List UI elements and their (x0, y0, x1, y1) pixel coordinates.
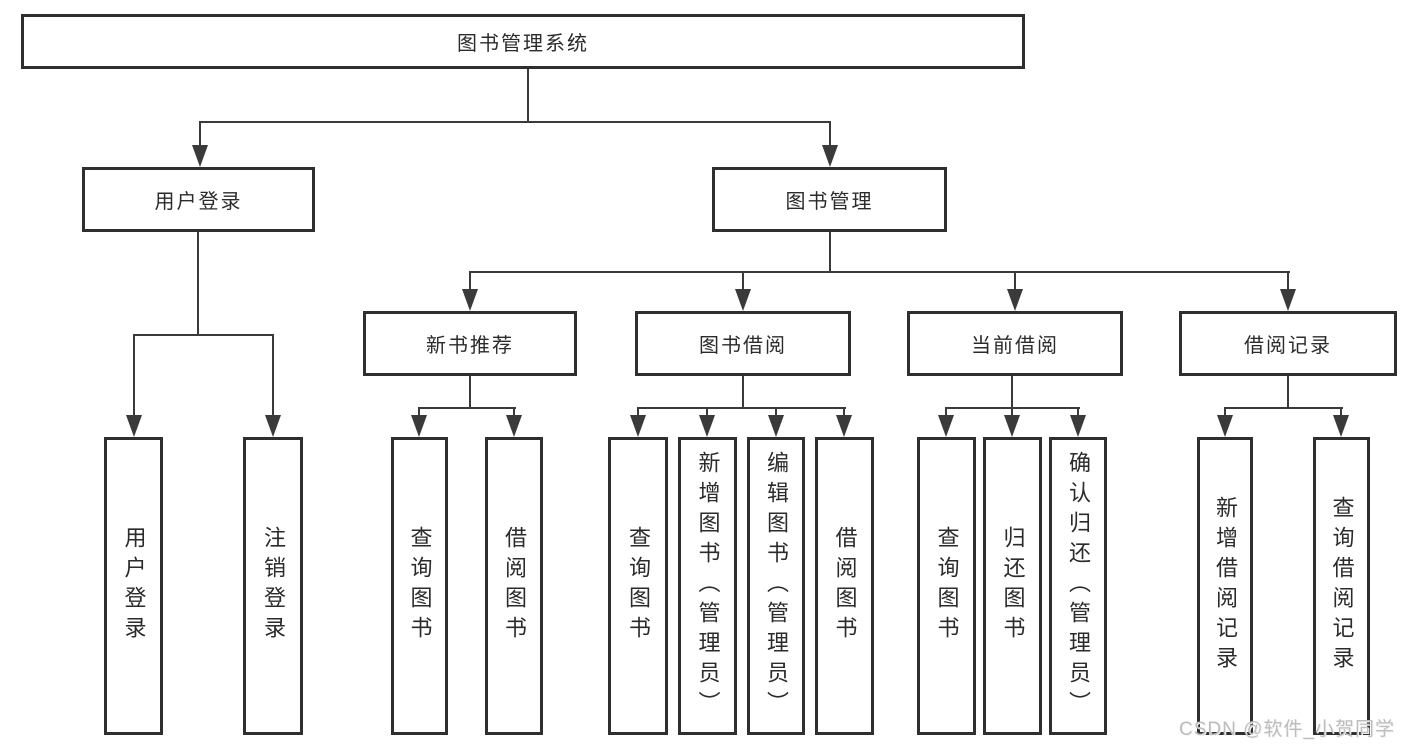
leaf-query-borrow-record: 查询借阅记录 (1313, 437, 1370, 735)
connector-line (1287, 376, 1289, 409)
connector-line (637, 407, 846, 409)
connector-line (418, 407, 516, 409)
leaf-borrow-books-borrowing: 借阅图书 (815, 437, 874, 735)
connector-line (272, 334, 274, 418)
connector-line (1287, 271, 1289, 291)
arrow-down-icon (938, 415, 954, 437)
leaf-query-books-recommend: 查询图书 (391, 437, 448, 735)
leaf-label: 查询图书 (626, 526, 651, 646)
leaf-return-books: 归还图书 (983, 437, 1042, 735)
leaf-add-book-admin: 新增图书（管理员） (678, 437, 737, 735)
leaf-query-books-current: 查询图书 (917, 437, 976, 735)
leaf-label: 新增图书（管理员） (695, 451, 721, 721)
leaf-borrow-books-recommend: 借阅图书 (485, 437, 543, 735)
arrow-down-icon (699, 415, 715, 437)
connector-line (1014, 271, 1016, 291)
connector-line (469, 271, 1290, 273)
connector-line (742, 376, 744, 409)
node-book-borrowing: 图书借阅 (635, 311, 851, 376)
arrow-down-icon (126, 415, 142, 437)
leaf-label: 归还图书 (1000, 526, 1026, 646)
connector-line (469, 271, 471, 291)
arrow-down-icon (462, 289, 478, 311)
arrow-down-icon (735, 289, 751, 311)
connector-line (199, 121, 831, 123)
arrow-down-icon (411, 415, 427, 437)
arrow-down-icon (1280, 289, 1296, 311)
leaf-add-borrow-record: 新增借阅记录 (1197, 437, 1253, 735)
connector-line (843, 407, 845, 417)
leaf-label: 新增借阅记录 (1213, 496, 1238, 676)
arrow-down-icon (1007, 289, 1023, 311)
leaf-confirm-return-admin: 确认归还（管理员） (1049, 437, 1107, 735)
node-borrowing-records: 借阅记录 (1179, 311, 1397, 376)
node-library-system: 图书管理系统 (21, 14, 1025, 69)
leaf-query-books-borrowing: 查询图书 (608, 437, 668, 735)
arrow-down-icon (768, 415, 784, 437)
leaf-label: 借阅图书 (502, 526, 527, 646)
arrow-down-icon (192, 145, 208, 167)
watermark: CSDN @软件_小贺同学 (1179, 719, 1395, 740)
connector-line (133, 334, 274, 336)
leaf-label: 查询图书 (407, 526, 433, 646)
node-current-borrowing: 当前借阅 (907, 311, 1123, 376)
arrow-down-icon (1333, 415, 1349, 437)
connector-line (637, 407, 639, 417)
node-book-management: 图书管理 (712, 167, 947, 232)
connector-line (469, 376, 471, 409)
arrow-down-icon (836, 415, 852, 437)
node-new-book-recommend: 新书推荐 (363, 311, 577, 376)
connector-line (1224, 407, 1343, 409)
connector-line (1077, 407, 1079, 417)
connector-line (945, 407, 947, 417)
connector-line (527, 68, 529, 123)
connector-line (829, 232, 831, 273)
arrow-down-icon (1070, 415, 1086, 437)
connector-line (1011, 407, 1013, 417)
leaf-label: 用户登录 (121, 526, 147, 646)
arrow-down-icon (1217, 415, 1233, 437)
arrow-down-icon (265, 415, 281, 437)
leaf-label: 注销登录 (261, 526, 286, 646)
leaf-label: 编辑图书（管理员） (764, 451, 789, 721)
leaf-label: 查询借阅记录 (1329, 496, 1355, 676)
leaf-logout: 注销登录 (243, 437, 303, 735)
connector-line (706, 407, 708, 417)
connector-line (133, 334, 135, 418)
arrow-down-icon (822, 145, 838, 167)
connector-line (418, 407, 420, 417)
connector-line (513, 407, 515, 417)
leaf-label: 确认归还（管理员） (1066, 451, 1091, 721)
connector-line (775, 407, 777, 417)
node-user-login: 用户登录 (82, 167, 315, 232)
arrow-down-icon (630, 415, 646, 437)
connector-line (1340, 407, 1342, 417)
connector-line (742, 271, 744, 291)
leaf-label: 借阅图书 (832, 526, 858, 646)
connector-line (199, 121, 201, 147)
connector-line (829, 121, 831, 147)
connector-line (1011, 376, 1013, 409)
arrow-down-icon (1004, 415, 1020, 437)
leaf-edit-book-admin: 编辑图书（管理员） (747, 437, 805, 735)
leaf-user-login: 用户登录 (104, 437, 163, 735)
connector-line (197, 232, 199, 336)
arrow-down-icon (506, 415, 522, 437)
connector-line (1224, 407, 1226, 417)
leaf-label: 查询图书 (934, 526, 960, 646)
